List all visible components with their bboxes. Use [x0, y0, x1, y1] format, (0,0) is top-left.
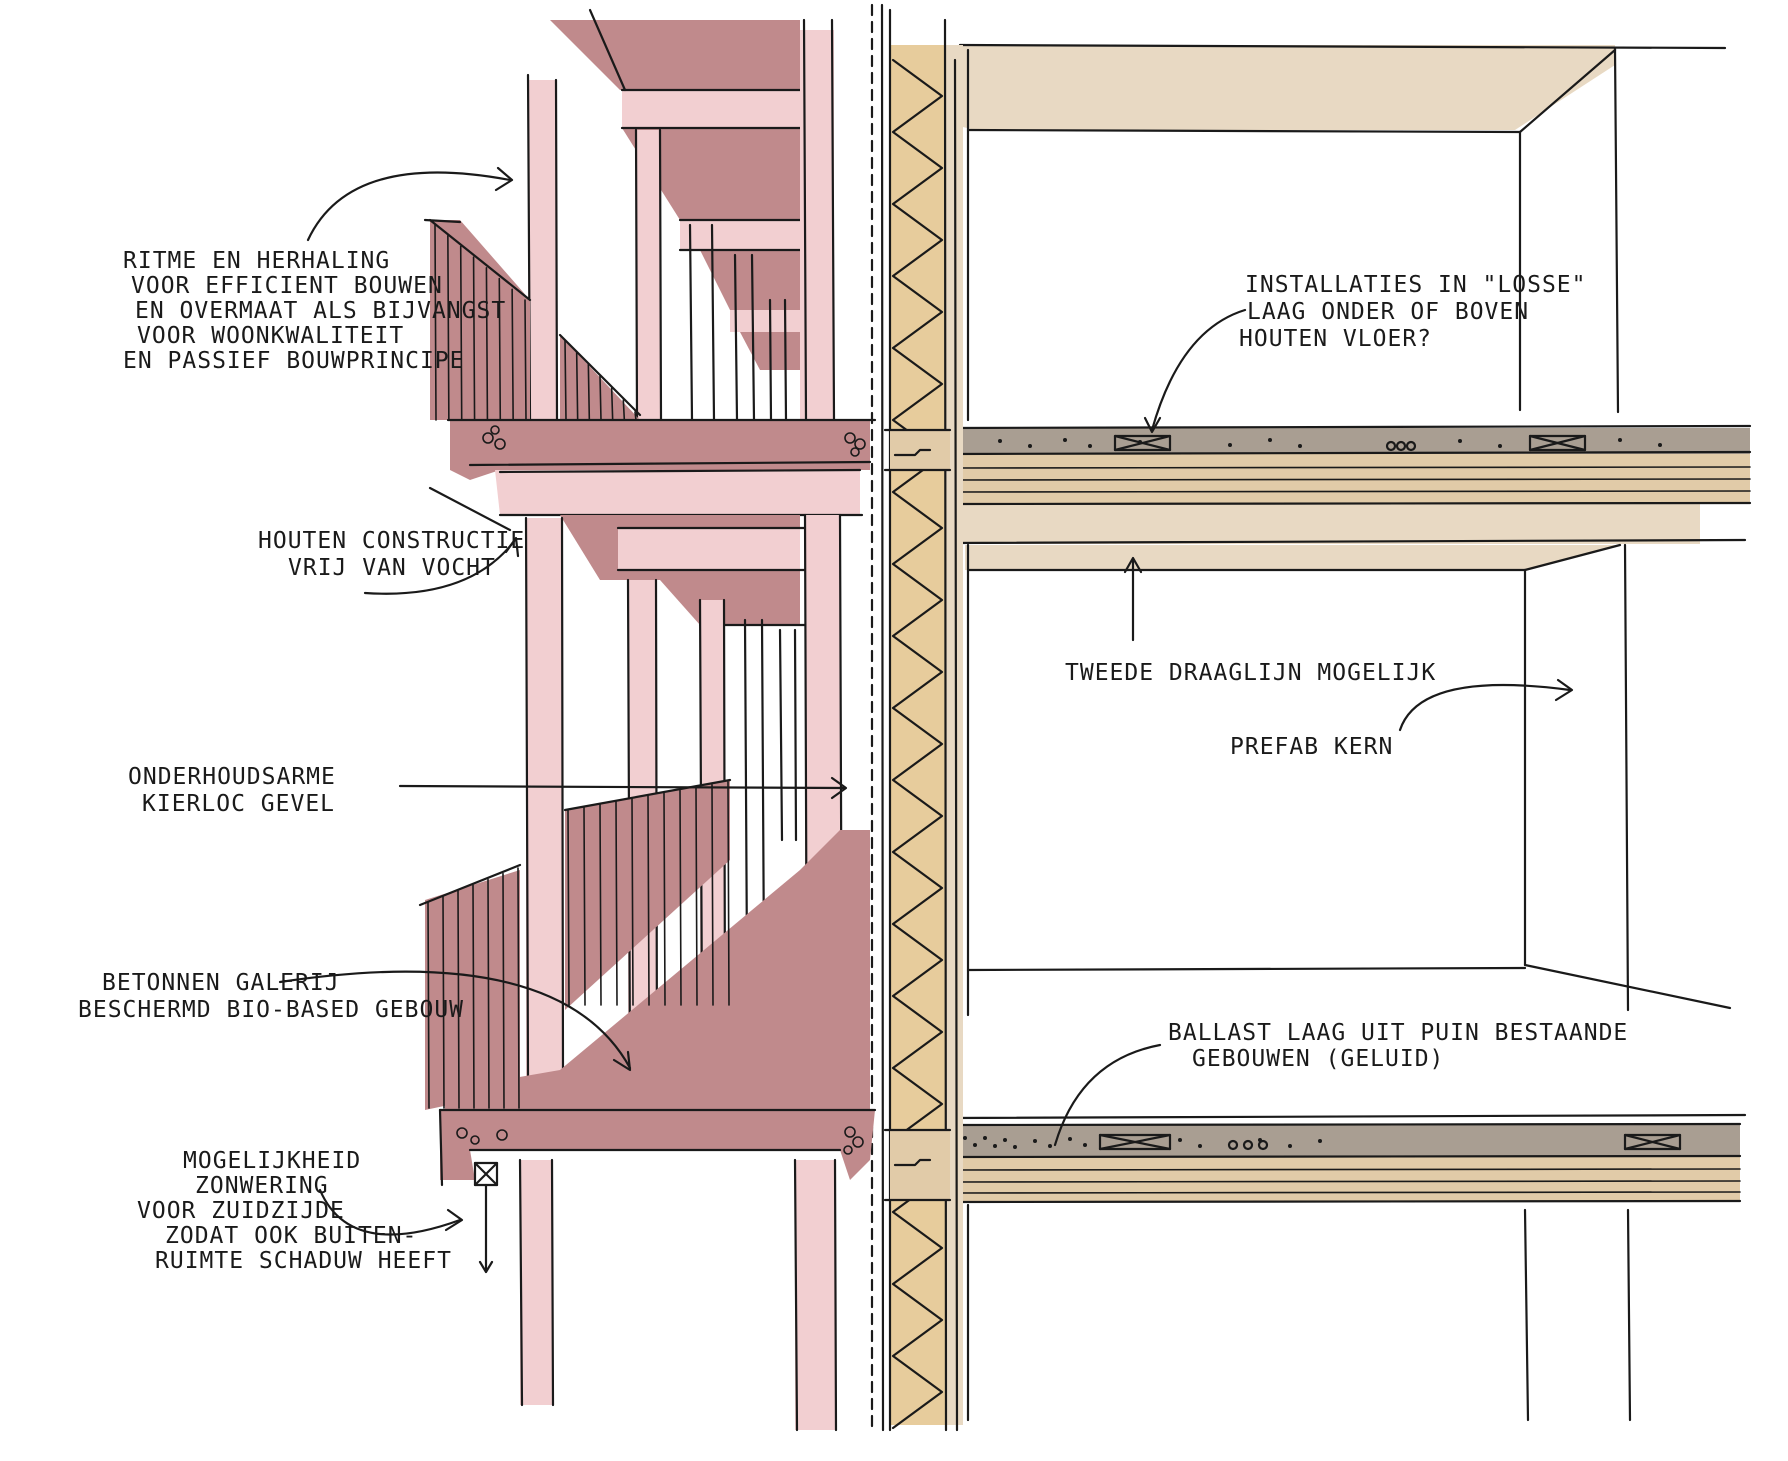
- annotation-line: VOOR WOONKWALITEIT: [137, 323, 404, 349]
- annotation-ballast: BALLAST LAAG UIT PUIN BESTAANDEGEBOUWEN …: [1168, 1020, 1628, 1072]
- baluster: [583, 806, 586, 1006]
- lower-floor-clt: [950, 1157, 1740, 1202]
- baluster: [587, 363, 591, 421]
- annotation-line: RITME EN HERHALING: [123, 248, 390, 274]
- baluster: [524, 299, 527, 421]
- baluster: [679, 789, 682, 1006]
- baluster: [459, 245, 463, 421]
- facade-outer-band: [945, 45, 963, 1425]
- annotation-line: KIERLOC GEVEL: [142, 791, 335, 817]
- annotation-line: EN PASSIEF BOUWPRINCIPE: [123, 348, 465, 374]
- baluster: [472, 256, 476, 421]
- facade-column: [870, 3, 963, 1432]
- annotation-line: BETONNEN GALERIJ: [102, 970, 340, 996]
- upper-screed-dots: [998, 438, 1662, 448]
- annotation-line: BESCHERMD BIO-BASED GEBOUW: [78, 997, 464, 1023]
- annotation-line: VOOR ZUIDZIJDE: [137, 1198, 345, 1224]
- baluster: [447, 234, 450, 421]
- upper-installation-boxes: [1113, 434, 1587, 452]
- baluster: [599, 375, 602, 421]
- baluster: [727, 781, 730, 1006]
- annotation-line: EN OVERMAAT ALS BIJVANGST: [135, 298, 506, 324]
- baluster: [610, 387, 614, 421]
- sunscreen-box: [473, 1161, 499, 1274]
- baluster: [427, 901, 430, 1109]
- annotation-line: RUIMTE SCHADUW HEEFT: [155, 1248, 452, 1274]
- baluster: [472, 884, 475, 1109]
- upper-floor-screed: [950, 428, 1750, 454]
- annotation-line: GEBOUWEN (GELUID): [1192, 1046, 1444, 1072]
- lower-installation-boxes: [1098, 1133, 1682, 1151]
- lower-gallery-slab: [440, 1110, 875, 1180]
- baluster: [487, 878, 490, 1109]
- upper-slab-holes: [482, 425, 866, 457]
- annotation-line: ONDERHOUDSARME: [128, 764, 336, 790]
- annotation-line: HOUTEN VLOER?: [1239, 326, 1432, 352]
- baluster: [457, 889, 460, 1109]
- baluster: [615, 800, 618, 1006]
- baluster: [599, 803, 602, 1006]
- top-beam: [622, 90, 800, 128]
- timber-building: [948, 43, 1752, 1422]
- annotation-line: VRIJ VAN VOCHT: [288, 555, 496, 581]
- baluster: [502, 872, 505, 1109]
- baluster: [498, 277, 502, 421]
- top-canopy: [550, 20, 800, 90]
- baluster: [695, 786, 698, 1006]
- annotation-tweede: TWEEDE DRAAGLIJN MOGELIJK: [1065, 660, 1436, 686]
- lower-screed-dots: [963, 1136, 1322, 1149]
- annotation-prefab: PREFAB KERN: [1230, 734, 1393, 760]
- upper-posts: [526, 18, 836, 422]
- baluster: [485, 267, 489, 421]
- baluster: [622, 399, 626, 421]
- baluster: [511, 288, 514, 421]
- baluster: [634, 411, 637, 421]
- annotation-line: ZODAT OOK BUITEN-: [165, 1223, 417, 1249]
- baluster: [631, 797, 634, 1006]
- upper-ceiling: [955, 45, 1615, 130]
- middle-ceiling-bevel: [965, 545, 1620, 570]
- upper-floor-ceiling: [950, 504, 1700, 544]
- lower-slab-holes: [456, 1126, 864, 1155]
- annotation-line: PREFAB KERN: [1230, 734, 1393, 760]
- annotation-installaties: INSTALLATIES IN "LOSSE"LAAG ONDER OF BOV…: [1239, 272, 1587, 352]
- annotation-line: ZONWERING: [195, 1173, 329, 1199]
- lower-floor-screed: [950, 1125, 1740, 1157]
- insulation-band: [890, 45, 945, 1425]
- baluster: [647, 795, 650, 1006]
- baluster: [711, 783, 714, 1006]
- upper-balustrade: [423, 218, 642, 421]
- baluster: [575, 351, 579, 421]
- annotation-line: HOUTEN CONSTRUCTIE: [258, 528, 525, 554]
- baluster: [564, 339, 567, 421]
- annotation-line: MOGELIJKHEID: [183, 1148, 361, 1174]
- annotation-line: VOOR EFFICIENT BOUWEN: [131, 273, 443, 299]
- lower-balustrade: [418, 778, 732, 1110]
- gallery-floor: [445, 830, 870, 1110]
- baluster: [663, 792, 666, 1006]
- baluster: [517, 867, 520, 1109]
- annotation-line: BALLAST LAAG UIT PUIN BESTAANDE: [1168, 1020, 1628, 1046]
- annotation-line: TWEEDE DRAAGLIJN MOGELIJK: [1065, 660, 1436, 686]
- baluster: [442, 895, 445, 1109]
- baluster: [434, 224, 437, 421]
- annotation-line: LAAG ONDER OF BOVEN: [1247, 299, 1529, 325]
- ground-posts: [518, 1158, 838, 1432]
- annotation-line: INSTALLATIES IN "LOSSE": [1245, 272, 1587, 298]
- gallery: [418, 8, 877, 1432]
- leader-lines: [278, 166, 1574, 1236]
- baluster: [567, 809, 570, 1006]
